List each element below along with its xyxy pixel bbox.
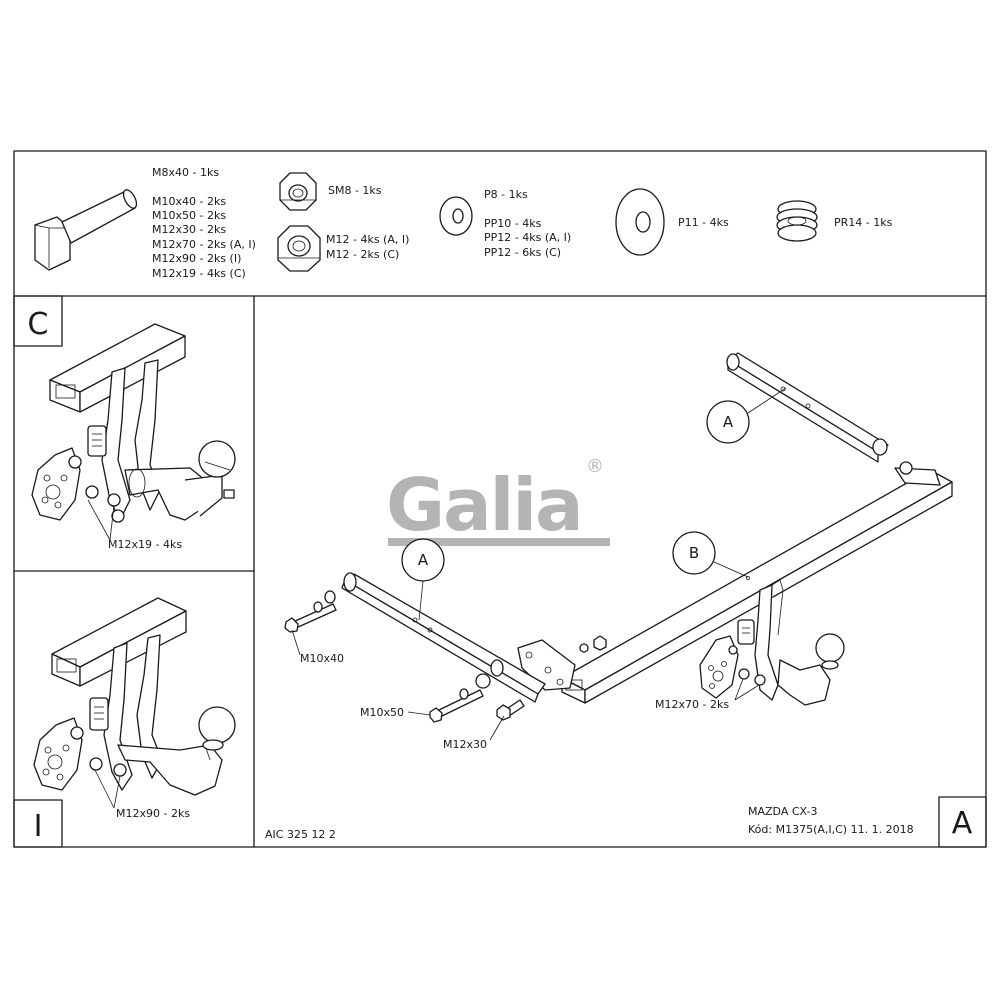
crossbar-top [726,352,889,463]
tow-hitch-drawing [31,323,236,541]
spring-washer-label: PR14 - 1ks [834,216,893,229]
bolt-list-line-7: M12x19 - 4ks (C) [152,267,246,280]
label-m10x40: M10x40 [300,652,344,665]
panel-c-letter: C [28,307,49,342]
strap-left [341,572,546,703]
washer-small-label-1: P8 - 1ks [484,188,528,201]
m10x40-bolt-set [284,590,337,656]
panel-i-variant: I M [13,597,236,848]
bolt-list-line-1: M8x40 - 1ks [152,166,219,179]
m12x30-bolt-set [489,699,525,741]
washer-small-label-4: PP12 - 6ks (C) [484,246,561,259]
label-m12x70: M12x70 - 2ks [655,698,729,711]
callout-a-top-letter: A [723,413,734,431]
drawing-code: AIC 325 12 2 [265,828,336,841]
main-letter: A [952,806,973,841]
m10x50-bolt-set [407,673,491,723]
callout-a-top: A [706,387,787,444]
callout-b-letter: B [689,544,699,562]
panel-i-letter: I [34,809,43,844]
callout-a-left: A [401,538,445,621]
washer-large-label: P11 - 4ks [678,216,729,229]
washer-icon [439,196,473,236]
nut-large-label-1: M12 - 4ks (A, I) [326,233,409,246]
hex-nut-icon [277,225,321,272]
drawing-frame [13,150,987,848]
bolt-list-line-6: M12x90 - 2ks (I) [152,252,241,265]
washer-small-label-2: PP10 - 4ks [484,217,542,230]
parts-list: M8x40 - 1ks M10x40 - 2ks M10x50 - 2ks M1… [34,166,893,280]
label-m12x30: M12x30 [443,738,487,751]
callout-a-left-letter: A [418,551,429,569]
vehicle-model: MAZDA CX-3 [748,805,818,818]
washer-small-label-3: PP12 - 4ks (A, I) [484,231,571,244]
galia-logo: Galia ® [386,456,610,547]
label-m10x50: M10x50 [360,706,404,719]
main-assembly: A Galia ® [265,352,987,848]
bolt-list-line-5: M12x70 - 2ks (A, I) [152,238,256,251]
panel-i-bolt-label: M12x90 - 2ks [116,807,190,820]
spring-washer-icon [776,200,818,242]
bolt-list-line-4: M12x30 - 2ks [152,223,226,236]
tow-hitch-drawing [33,597,236,809]
logo-text: Galia [386,463,582,547]
washer-icon [615,188,665,256]
hex-bolt-icon [34,189,138,271]
nut-large-label-2: M12 - 2ks (C) [326,248,399,261]
panel-c-variant: C [13,295,236,551]
bolt-list-line-3: M10x50 - 2ks [152,209,226,222]
drawing-kod: Kód: M1375(A,I,C) 11. 1. 2018 [748,823,914,836]
bolt-list-line-2: M10x40 - 2ks [152,195,226,208]
registered-mark: ® [586,456,604,477]
callout-b: B [672,531,749,578]
tow-hitch-drawing [699,579,845,706]
nut-small-label: SM8 - 1ks [328,184,382,197]
hex-nut-icon [279,172,317,211]
panel-c-bolt-label: M12x19 - 4ks [108,538,182,551]
